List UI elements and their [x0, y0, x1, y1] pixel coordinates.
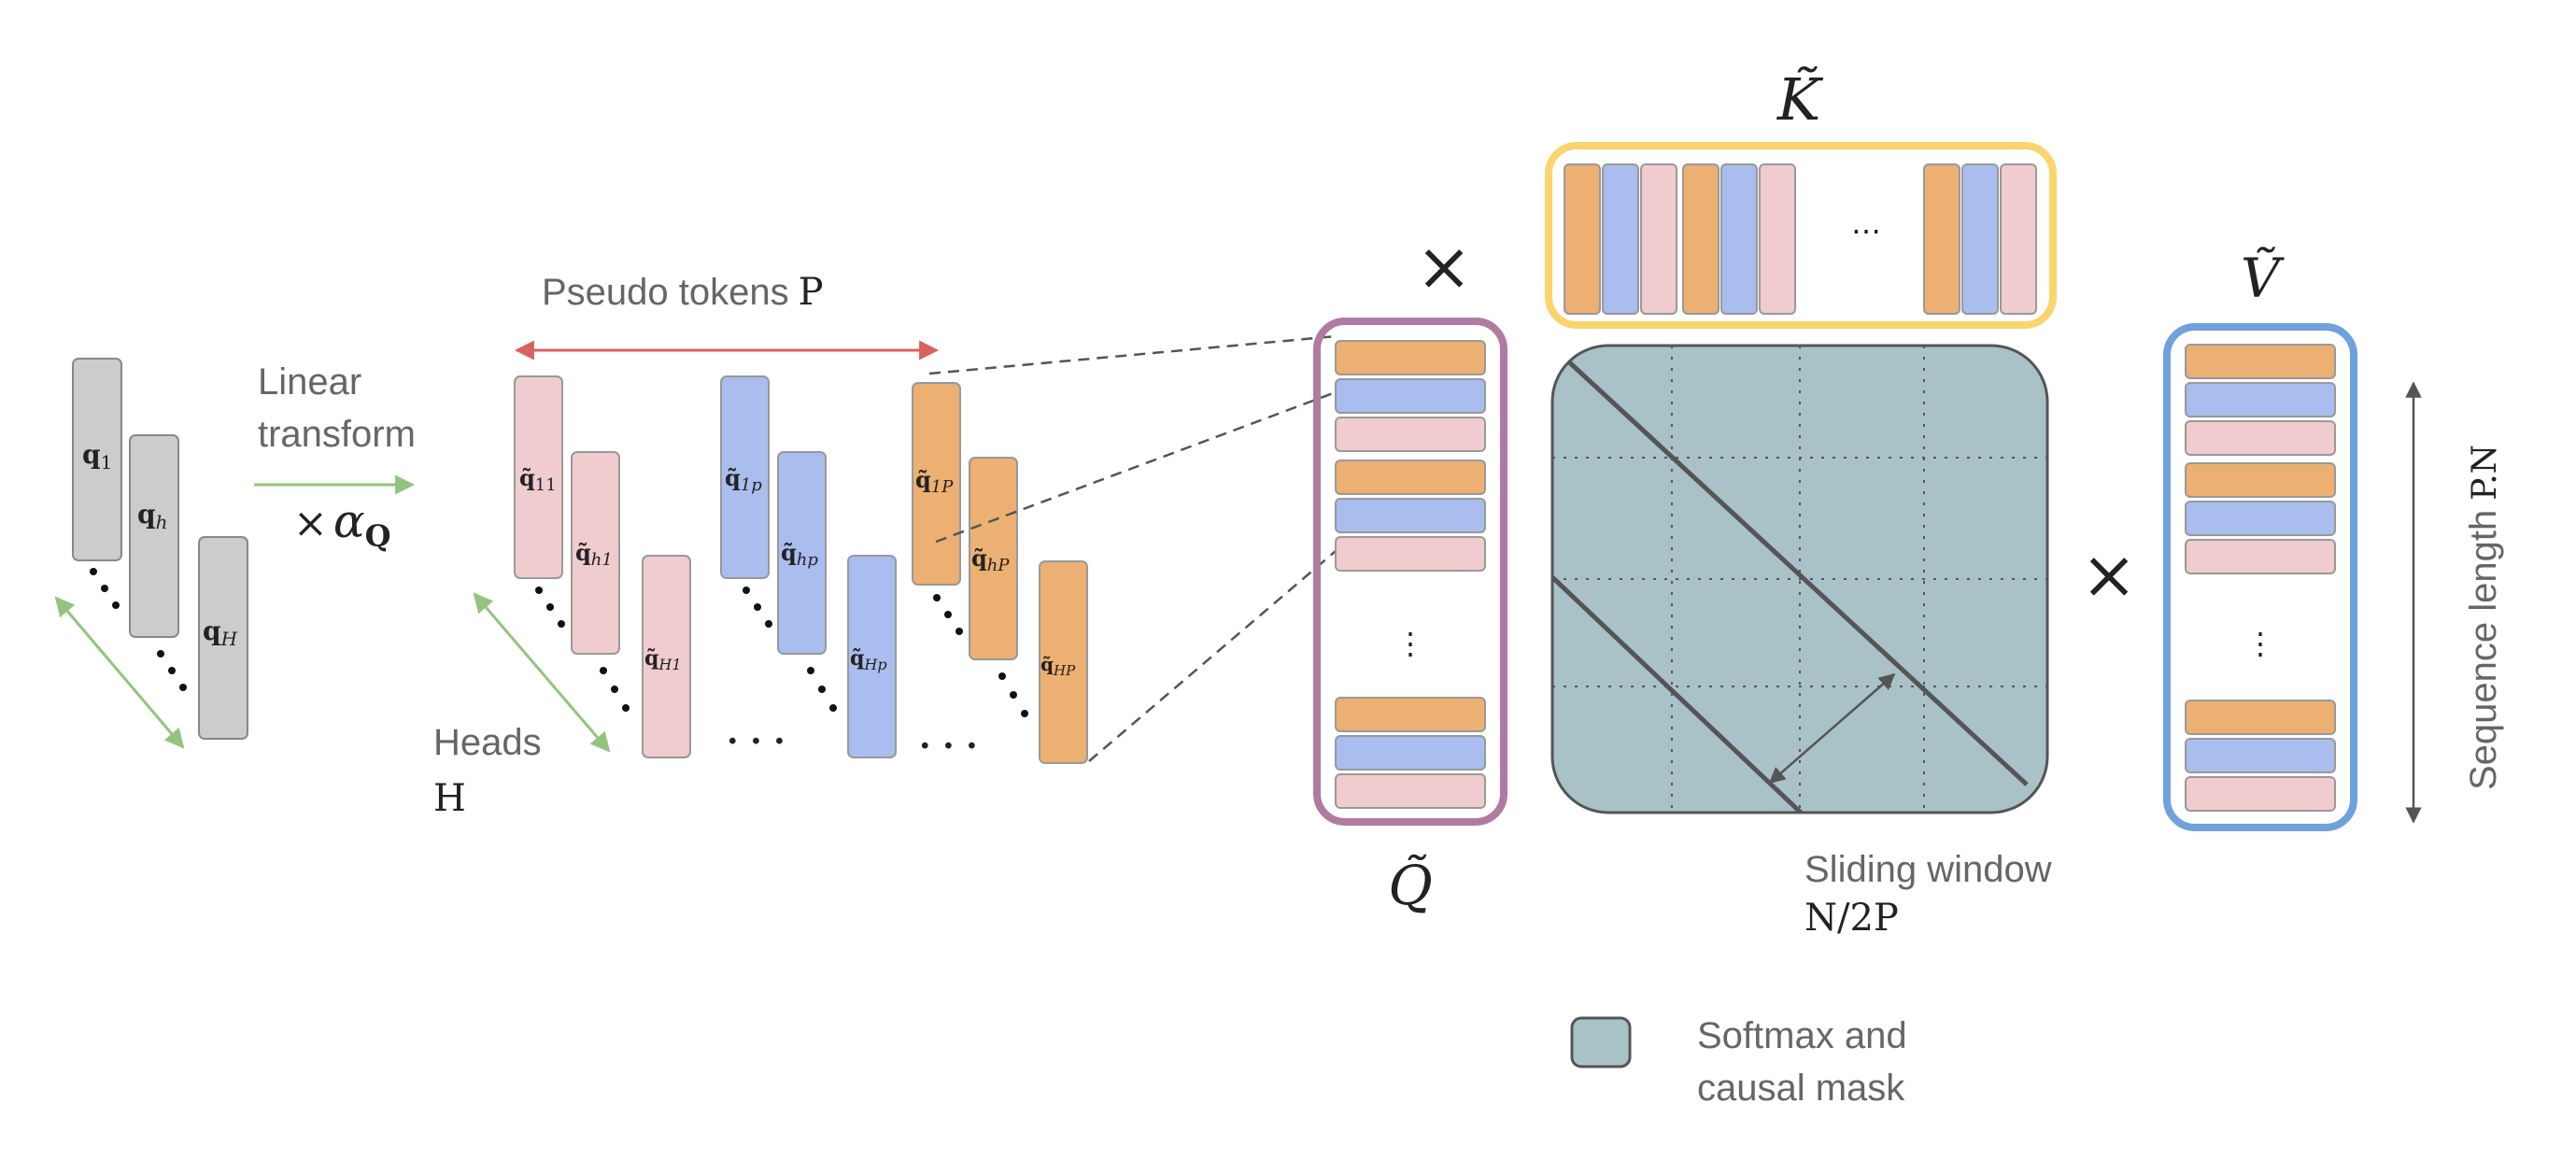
q-matrix-frame: [1313, 318, 1507, 826]
query-block-H: [198, 536, 248, 740]
k-matrix: K̃ ⋯: [1545, 65, 2057, 329]
linear-transform: Linear transform ×αQ: [254, 361, 416, 554]
connector-top: [928, 334, 1337, 375]
pseudo-label-H1: q̃H1: [644, 646, 682, 673]
q-matrix-vellipsis: ⋮: [1395, 626, 1425, 661]
pseudo-label-11: q̃11: [519, 464, 557, 495]
k-symbol: K̃: [1776, 65, 1824, 134]
pseudo-label-h1: q̃h1: [575, 539, 613, 570]
sequence-length-label: Sequence lengthP.N: [2463, 445, 2504, 790]
query-block-1: [72, 358, 122, 561]
pseudo-block-1p: [720, 375, 770, 579]
pseudo-block-HP: [1039, 560, 1088, 764]
legend-line2: causal mask: [1697, 1068, 1905, 1109]
linear-transform-line2: transform: [258, 414, 416, 455]
legend-line1: Softmax and: [1697, 1015, 1907, 1056]
pseudo-block-1P: [912, 382, 961, 586]
causal-diagonal: [1564, 357, 2029, 786]
times-q-k: ×: [1416, 227, 1472, 305]
q-matrix: ⋮ Q̃ ×: [1313, 227, 1507, 917]
query-stack: q1 qh qH: [54, 358, 248, 749]
pseudo-label-1p: q̃1p: [725, 464, 762, 495]
v-symbol: Ṽ: [2241, 247, 2285, 310]
pseudo-block-H1: [642, 555, 691, 758]
pseudo-block-Hp: [847, 555, 897, 758]
pseudo-block-11: [514, 375, 563, 579]
heads-var: H: [433, 777, 466, 820]
query-label-H: qH: [203, 615, 238, 650]
pseudo-ellipsis-2: · · ·: [919, 727, 978, 766]
query-block-h: [129, 434, 179, 638]
v-matrix-vellipsis: ⋮: [2245, 626, 2275, 661]
heads-label: Heads: [433, 722, 542, 763]
query-label-1: q1: [82, 439, 112, 474]
pseudo-ellipsis-1: · · ·: [727, 722, 786, 761]
v-matrix: Ṽ ⋮: [2163, 247, 2357, 831]
svg-text:Sequence lengthP.N: Sequence lengthP.N: [2463, 445, 2504, 790]
pseudo-label-hP: q̃hP: [971, 545, 1010, 575]
pseudo-block-hP: [969, 457, 1018, 660]
alpha-q-scale: ×αQ: [293, 494, 391, 554]
pseudo-label-hp: q̃hp: [781, 539, 818, 570]
heads-arrow: [473, 592, 611, 753]
pseudo-label-HP: q̃HP: [1040, 653, 1076, 679]
v-matrix-frame: [2163, 323, 2357, 831]
linear-transform-line1: Linear: [258, 361, 361, 403]
legend-swatch: [1570, 1016, 1632, 1068]
legend: Softmax and causal mask: [1570, 1015, 1907, 1109]
sliding-window-label: Sliding window: [1805, 849, 2052, 890]
pseudo-block-hp: [777, 451, 827, 655]
k-matrix-ellipsis: ⋯: [1851, 213, 1881, 248]
attention-matrix: ×: [1550, 344, 2137, 814]
sliding-window-arrow: [1768, 672, 1896, 785]
q-symbol: Q̃: [1388, 853, 1433, 917]
times-attn-v: ×: [2081, 535, 2137, 614]
query-heads-arrow: [54, 596, 185, 749]
connector-mid: [935, 390, 1337, 544]
sliding-window-value: N/2P: [1805, 897, 1899, 940]
pseudo-label-1P: q̃1P: [915, 466, 954, 497]
k-matrix-frame: [1545, 142, 2057, 329]
connector-bottom: [1088, 550, 1337, 762]
pseudo-label-Hp: q̃Hp: [850, 646, 887, 673]
window-diagonal: [1552, 575, 1803, 813]
query-label-h: qh: [137, 499, 167, 533]
